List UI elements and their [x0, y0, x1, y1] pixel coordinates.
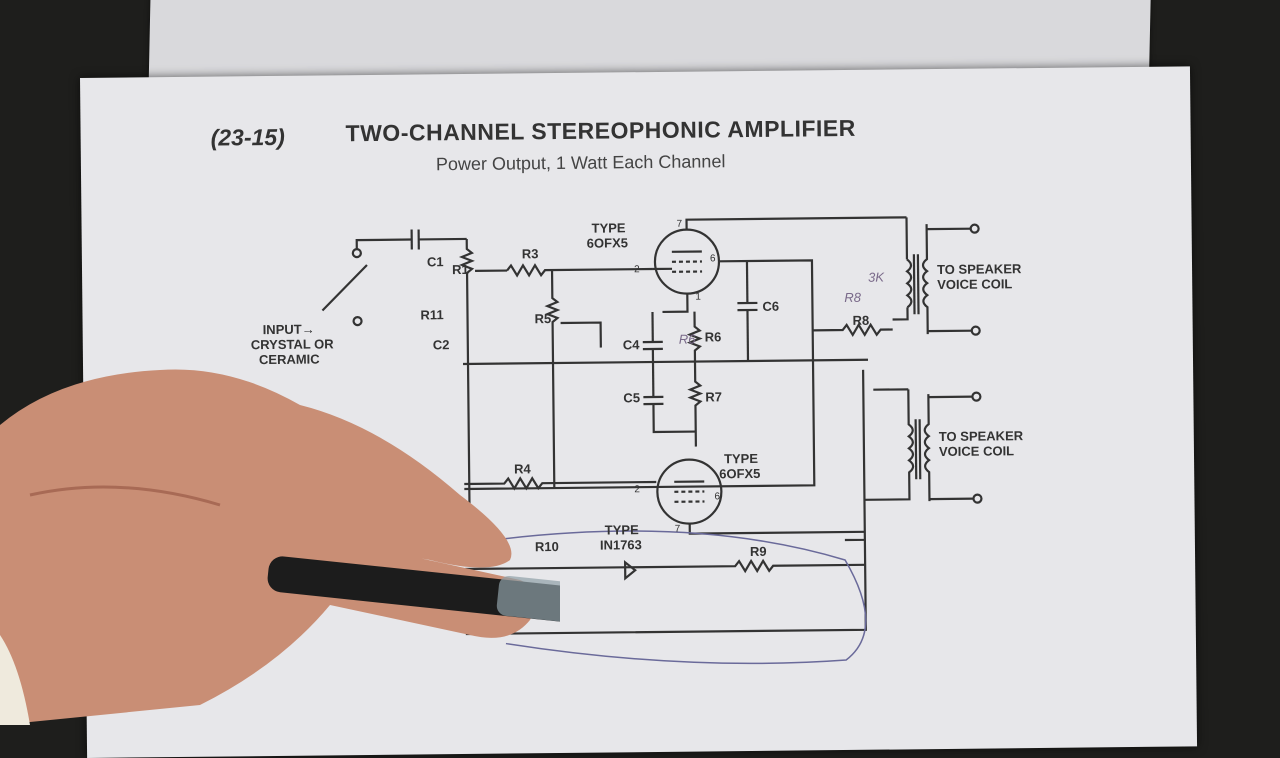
handwritten-r6: R6: [679, 332, 697, 347]
speaker-terminal-2: [972, 327, 980, 335]
speaker-terminal-3: [972, 393, 980, 401]
pin-1-top: 1: [695, 292, 701, 303]
transformer-top-primary: [892, 217, 912, 319]
pin-6-top: 6: [710, 253, 716, 264]
speaker-terminal-1: [971, 225, 979, 233]
input-terminal-bottom: [354, 317, 362, 325]
label-r7: R7: [705, 389, 722, 404]
input-label-line2: CRYSTAL OR: [251, 336, 335, 352]
transformer-top-secondary: [923, 224, 928, 334]
top-tube-type: TYPE: [592, 220, 626, 235]
pin-6-bottom: 6: [714, 491, 720, 502]
speaker-terminal-4: [973, 495, 981, 503]
label-c6: C6: [762, 299, 779, 314]
label-c5: C5: [623, 390, 640, 405]
input-arrow: [322, 265, 367, 310]
diode-in1763: [625, 562, 635, 578]
speaker-bottom-label-2: VOICE COIL: [939, 443, 1014, 459]
pin-7-bottom: 7: [675, 524, 681, 535]
label-r6: R6: [705, 329, 722, 344]
bottom-tube-model: 6OFX5: [719, 466, 760, 481]
diode-type-label: TYPE: [605, 522, 639, 537]
bottom-tube-type: TYPE: [724, 451, 758, 466]
input-label-line1: INPUT→: [263, 322, 315, 338]
pin-2-bottom: 2: [634, 484, 640, 495]
hand-holding-pen: [0, 365, 560, 725]
label-r3: R3: [522, 246, 539, 261]
pin-2-top: 2: [634, 264, 640, 275]
hand-shape: [0, 369, 536, 725]
label-r9: R9: [750, 544, 767, 559]
label-r5: R5: [534, 311, 551, 326]
label-c2: C2: [433, 337, 450, 352]
label-c4: C4: [623, 337, 641, 352]
speaker-top-label-2: VOICE COIL: [937, 276, 1012, 292]
handwritten-r8: R8: [844, 290, 862, 305]
label-r11: R11: [420, 307, 443, 322]
label-c1: C1: [427, 254, 444, 269]
handwritten-3k: 3K: [868, 270, 885, 285]
top-tube-model: 6OFX5: [587, 235, 628, 250]
label-r1: R1: [452, 262, 469, 277]
pin-7-top: 7: [677, 219, 683, 230]
speaker-top-label-1: TO SPEAKER: [937, 261, 1022, 277]
input-terminal-top: [353, 249, 361, 257]
label-r8: R8: [853, 313, 870, 328]
speaker-bottom-label-1: TO SPEAKER: [939, 428, 1024, 444]
resistor-r3: [507, 264, 652, 276]
transformer-bottom-primary: [863, 389, 913, 500]
diode-model-label: IN1763: [600, 537, 642, 552]
transformer-bottom-secondary: [924, 394, 929, 501]
